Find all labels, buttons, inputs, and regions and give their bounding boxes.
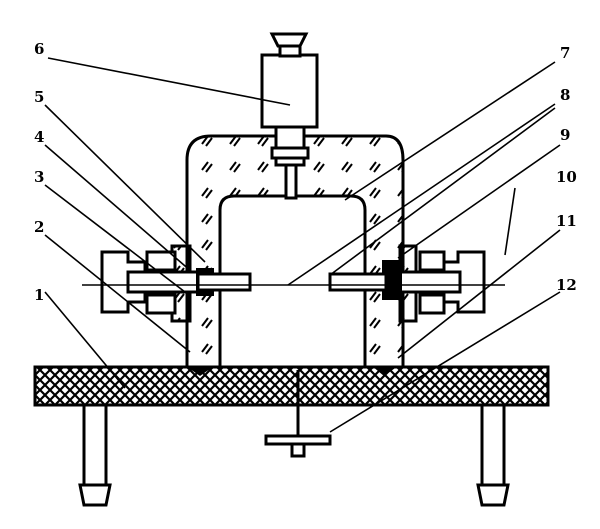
- label-5: 5: [34, 88, 44, 106]
- label-10: 10: [556, 168, 577, 186]
- right-leg: [476, 403, 510, 507]
- label-6: 6: [34, 40, 44, 58]
- left-fitting: [100, 250, 252, 315]
- leader-lines: [44, 57, 561, 433]
- label-12: 12: [556, 276, 577, 294]
- right-fitting: [328, 250, 486, 315]
- label-1: 1: [34, 286, 44, 304]
- label-4: 4: [34, 128, 44, 146]
- bottom-valve: [264, 370, 332, 458]
- label-8: 8: [560, 86, 570, 104]
- label-3: 3: [34, 168, 44, 186]
- label-2: 2: [34, 218, 44, 236]
- base-plate: [33, 365, 550, 407]
- label-11: 11: [556, 212, 577, 230]
- label-9: 9: [560, 126, 570, 144]
- left-leg: [78, 403, 112, 507]
- top-piston: [260, 32, 319, 200]
- label-7: 7: [560, 44, 570, 62]
